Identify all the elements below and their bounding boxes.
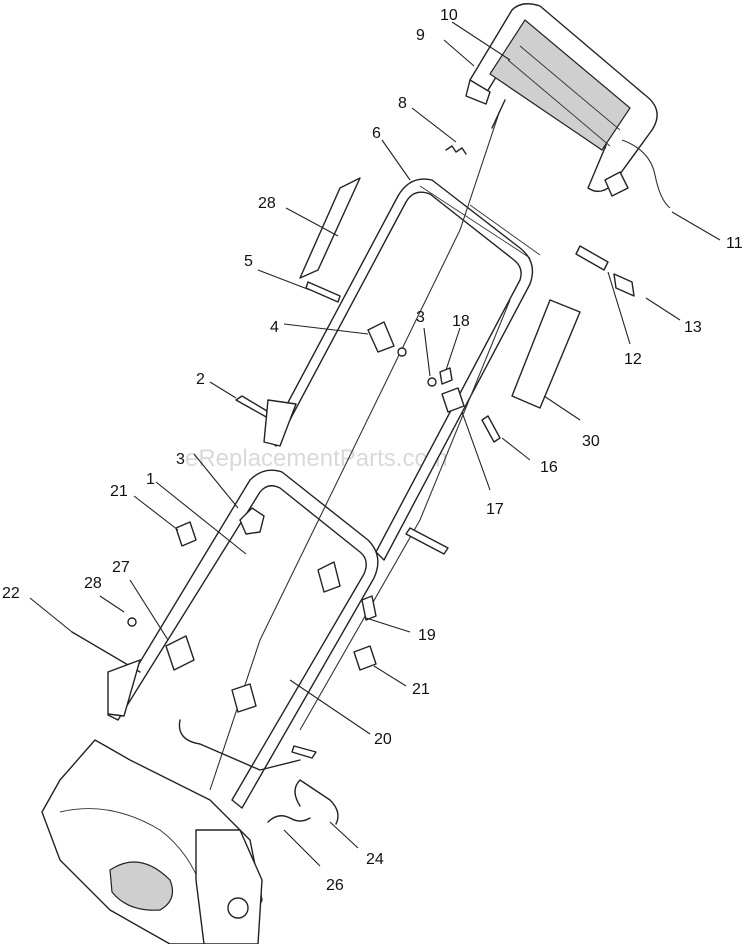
callout-17: 17 bbox=[486, 501, 504, 518]
callout-4: 3 bbox=[416, 309, 425, 326]
mower-deck bbox=[41, 739, 263, 944]
callout-20: 20 bbox=[374, 731, 392, 748]
callout-13: 12 bbox=[624, 351, 642, 368]
callout-5: 4 bbox=[270, 319, 279, 336]
strip-part-30 bbox=[511, 299, 581, 409]
callout-3: 3 bbox=[176, 451, 185, 468]
callout-16: 16 bbox=[540, 459, 558, 476]
nut-part-5 bbox=[397, 347, 407, 357]
knob-part-3 bbox=[239, 507, 265, 535]
control-cable-upper bbox=[621, 139, 671, 209]
callout-2: 2 bbox=[196, 371, 205, 388]
leader-lines bbox=[29, 21, 721, 867]
callout-12: 11 bbox=[726, 235, 743, 252]
strip-part-29 bbox=[299, 177, 361, 279]
callout-28: 28 bbox=[84, 575, 102, 592]
watermark: eReplacementParts.com bbox=[185, 445, 448, 472]
bracket-part-5 bbox=[367, 321, 395, 353]
callout-29: 28 bbox=[258, 195, 276, 212]
fitting-part-13 bbox=[575, 245, 609, 271]
callout-21-lower: 21 bbox=[412, 681, 430, 698]
pin-part-6 bbox=[305, 281, 341, 303]
callout-30: 30 bbox=[582, 433, 600, 450]
knob-part-17 bbox=[441, 387, 465, 413]
callouts: 10 9 8 6 28 5 4 3 18 11 13 12 2 30 16 3 … bbox=[2, 7, 743, 894]
callout-6: 5 bbox=[244, 253, 253, 270]
callout-11: 10 bbox=[440, 7, 458, 24]
fitting-part-14 bbox=[613, 273, 635, 297]
clip-part-18 bbox=[439, 367, 453, 385]
bail-grip bbox=[465, 3, 658, 197]
linkage bbox=[178, 719, 301, 771]
callout-8: 6 bbox=[372, 125, 381, 142]
callout-26: 26 bbox=[326, 877, 344, 894]
spring-part-26 bbox=[267, 815, 311, 823]
callout-21-upper: 21 bbox=[110, 483, 128, 500]
bolt-part-16 bbox=[481, 415, 501, 443]
long-bolt bbox=[405, 527, 449, 555]
bolt-part-28 bbox=[127, 617, 137, 627]
callout-19: 19 bbox=[418, 627, 436, 644]
bracket-mid bbox=[231, 683, 257, 713]
callout-9: 8 bbox=[398, 95, 407, 112]
callout-10: 9 bbox=[416, 27, 425, 44]
spring-part-9 bbox=[445, 145, 467, 155]
bracket-part-19 bbox=[317, 561, 341, 593]
clamp-part-27 bbox=[165, 635, 195, 671]
callout-22: 22 bbox=[2, 585, 20, 602]
rod-part-8 bbox=[491, 99, 506, 129]
callout-27: 27 bbox=[112, 559, 130, 576]
callout-14: 13 bbox=[684, 319, 702, 336]
knob-part-21-upper bbox=[175, 521, 197, 547]
lever-part-24 bbox=[294, 779, 339, 825]
washer-part-4 bbox=[427, 377, 437, 387]
lower-handle bbox=[107, 469, 379, 809]
knob-part-21-lower bbox=[353, 645, 377, 671]
callout-24: 24 bbox=[366, 851, 384, 868]
callout-1: 1 bbox=[146, 471, 155, 488]
callout-18: 18 bbox=[452, 313, 470, 330]
